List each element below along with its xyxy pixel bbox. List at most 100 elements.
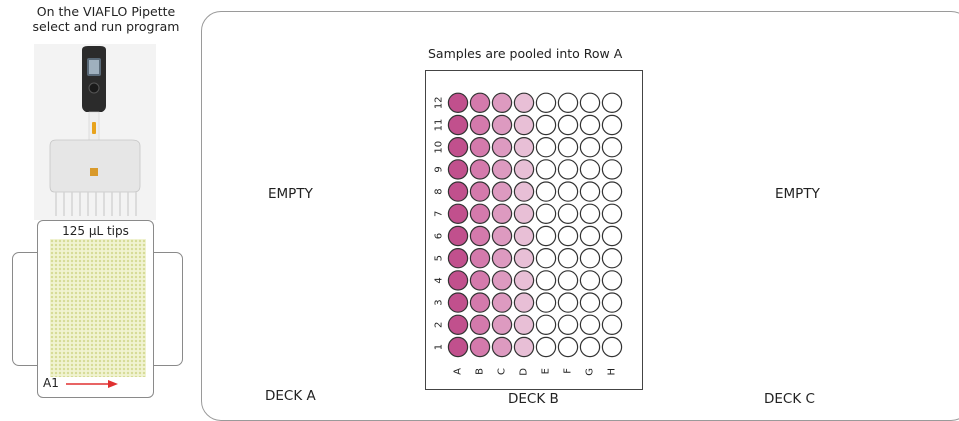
well-B4 <box>469 270 491 291</box>
well-F5 <box>557 247 579 269</box>
plate-row-label: B <box>475 368 486 375</box>
well-F12 <box>557 92 579 113</box>
well-G2 <box>579 314 601 335</box>
deck-b-caption: Samples are pooled into Row A <box>428 46 623 61</box>
well-F6 <box>557 225 579 247</box>
well-B3 <box>469 292 491 313</box>
well-F8 <box>557 181 579 202</box>
deck-a-content-label: EMPTY <box>268 186 313 202</box>
plate-column-label: 3 <box>434 299 445 305</box>
plate-column-label: 6 <box>434 233 445 239</box>
well-A11 <box>447 114 469 136</box>
well-G12 <box>579 92 601 113</box>
well-C4 <box>491 270 513 291</box>
well-A4 <box>447 270 469 291</box>
well-D12 <box>513 92 535 113</box>
well-E1 <box>535 336 557 358</box>
well-C6 <box>491 225 513 247</box>
well-H8 <box>601 181 623 202</box>
plate-column-label: 9 <box>434 166 445 172</box>
well-F2 <box>557 314 579 335</box>
plate-column-label: 7 <box>434 211 445 217</box>
well-H9 <box>601 159 623 180</box>
well-D4 <box>513 270 535 291</box>
instruction-line-2: select and run program <box>32 19 180 34</box>
well-H7 <box>601 203 623 224</box>
well-C2 <box>491 314 513 335</box>
well-A12 <box>447 92 469 113</box>
well-C3 <box>491 292 513 313</box>
plate-column-label: 2 <box>434 322 445 328</box>
tip-box-label: 125 µL tips <box>62 224 129 238</box>
well-E12 <box>535 92 557 113</box>
well-F10 <box>557 136 579 158</box>
deck-c-label: DECK C <box>764 391 815 407</box>
plate-column-label: 11 <box>434 119 445 132</box>
well-H5 <box>601 247 623 269</box>
plate-column-label: 12 <box>434 96 445 109</box>
well-G5 <box>579 247 601 269</box>
well-H10 <box>601 136 623 158</box>
plate-row-label: A <box>453 368 464 375</box>
plate-column-label: 10 <box>434 141 445 154</box>
well-A5 <box>447 247 469 269</box>
plate-column-label: 5 <box>434 255 445 261</box>
well-A3 <box>447 292 469 313</box>
well-E4 <box>535 270 557 291</box>
well-G7 <box>579 203 601 224</box>
well-E6 <box>535 225 557 247</box>
well-D6 <box>513 225 535 247</box>
well-A2 <box>447 314 469 335</box>
well-D3 <box>513 292 535 313</box>
well-B9 <box>469 159 491 180</box>
well-A7 <box>447 203 469 224</box>
well-E9 <box>535 159 557 180</box>
well-H4 <box>601 270 623 291</box>
well-G11 <box>579 114 601 136</box>
well-G1 <box>579 336 601 358</box>
deck-c-content-label: EMPTY <box>775 186 820 202</box>
well-B7 <box>469 203 491 224</box>
well-E8 <box>535 181 557 202</box>
well-B1 <box>469 336 491 358</box>
well-G6 <box>579 225 601 247</box>
well-D7 <box>513 203 535 224</box>
well-D1 <box>513 336 535 358</box>
well-A1 <box>447 336 469 358</box>
well-G8 <box>579 181 601 202</box>
well-E11 <box>535 114 557 136</box>
well-D11 <box>513 114 535 136</box>
well-G9 <box>579 159 601 180</box>
well-E5 <box>535 247 557 269</box>
plate-row-label: C <box>497 368 508 375</box>
well-H6 <box>601 225 623 247</box>
well-A8 <box>447 181 469 202</box>
well-B6 <box>469 225 491 247</box>
plate-row-label: F <box>563 368 574 374</box>
well-C10 <box>491 136 513 158</box>
well-C5 <box>491 247 513 269</box>
plate-row-label: D <box>519 368 530 376</box>
well-B10 <box>469 136 491 158</box>
well-A9 <box>447 159 469 180</box>
well-G3 <box>579 292 601 313</box>
tip-rack-grid <box>50 239 146 377</box>
plate-column-label: 8 <box>434 188 445 194</box>
plate-column-label: 1 <box>434 344 445 350</box>
well-D8 <box>513 181 535 202</box>
well-H1 <box>601 336 623 358</box>
well-D2 <box>513 314 535 335</box>
well-B2 <box>469 314 491 335</box>
well-B8 <box>469 181 491 202</box>
well-C8 <box>491 181 513 202</box>
plate-row-label: G <box>585 368 596 376</box>
well-H2 <box>601 314 623 335</box>
deck-b-label: DECK B <box>508 391 559 407</box>
well-A10 <box>447 136 469 158</box>
well-E10 <box>535 136 557 158</box>
well-F3 <box>557 292 579 313</box>
well-C7 <box>491 203 513 224</box>
viaflo-pipette-icon <box>49 46 141 216</box>
deck-a-label: DECK A <box>265 388 316 404</box>
well-G4 <box>579 270 601 291</box>
